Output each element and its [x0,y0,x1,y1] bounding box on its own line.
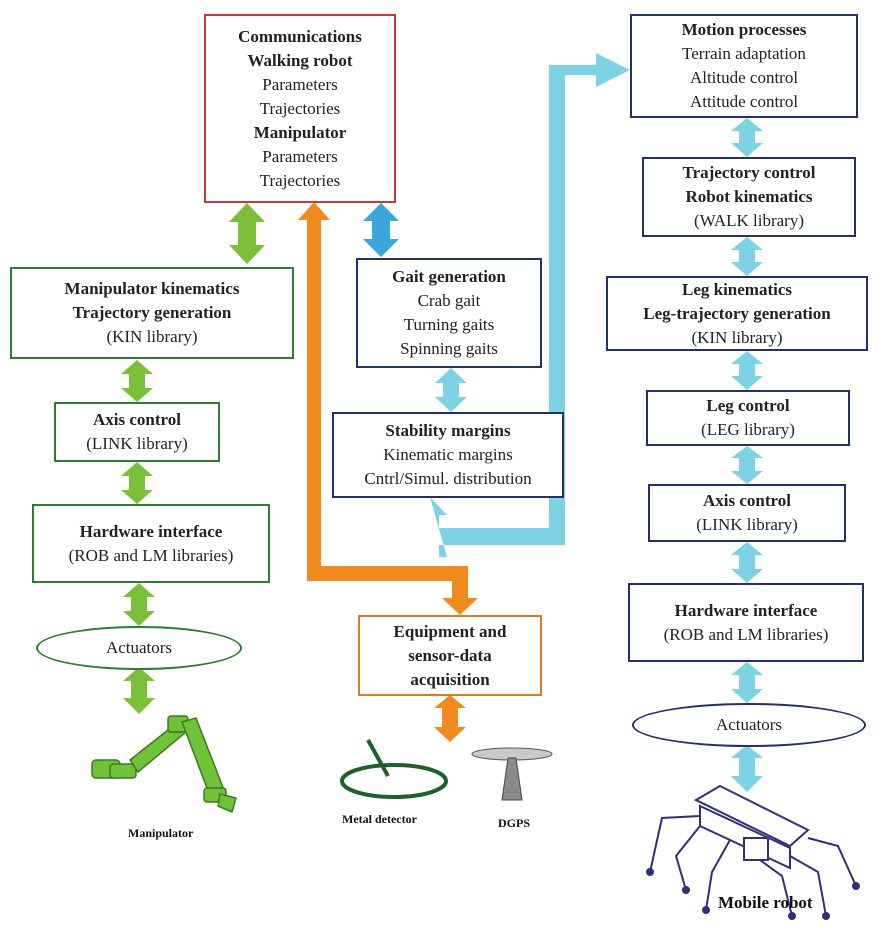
stability-margins-title: Stability margins [385,421,511,440]
orange-arrows [298,202,478,742]
mobile-robot-drawing [646,784,860,920]
gait-item-spinning: Spinning gaits [400,339,498,358]
kin-library-label: (KIN library) [106,327,198,346]
robot-link-library-label: (LINK library) [696,515,798,534]
robot-kinematics-title: Robot kinematics [685,187,813,206]
arrow-hw-to-actuators [123,583,155,626]
stability-margins-box: Stability margins Kinematic margins Cntr… [332,412,564,498]
walking-parameters: Parameters [262,74,338,94]
arrow-axis-to-hw [121,462,153,504]
manipulator-hardware-interface-box: Hardware interface (ROB and LM libraries… [32,504,270,583]
robot-axis-control-box: Axis control (LINK library) [648,484,846,542]
leg-kinematics-box: Leg kinematics Leg-trajectory generation… [606,276,868,351]
leg-kinematics-title: Leg kinematics [681,279,793,299]
cyan-arrows [430,53,763,792]
gait-generation-title: Gait generation [392,267,506,286]
gait-item-crab: Crab gait [417,291,481,310]
motion-item-altitude: Altitude control [689,68,799,87]
equipment-box: Equipment and sensor-data acquisition [358,615,542,696]
actuators-label: Actuators [105,638,173,657]
manipulator-parameters: Parameters [262,146,338,166]
arrow-legctrl-to-axis [731,446,763,484]
leg-trajectory-generation-title: Leg-trajectory generation [643,303,831,323]
arrow-traj-to-legkin [731,237,763,276]
stability-item-distribution: Cntrl/Simul. distribution [364,469,532,488]
robot-rob-lm-library-label: (ROB and LM libraries) [663,624,829,644]
leg-library-label: (LEG library) [701,420,795,439]
manipulator-heading: Manipulator [253,122,347,142]
arrow-comm-to-gait [363,203,399,257]
trajectory-control-title: Trajectory control [682,163,816,182]
motion-item-terrain: Terrain adaptation [682,44,806,63]
robot-axis-control-title: Axis control [703,491,791,510]
communications-title: Communications [238,26,362,46]
manipulator-actuators-ellipse: Actuators [36,626,242,670]
kin-library-label-robot: (KIN library) [691,327,783,347]
dgps-drawing [471,747,553,801]
trajectory-control-box: Trajectory control Robot kinematics (WAL… [642,157,856,237]
green-arrows [121,203,265,714]
arrow-axis-to-hw-robot [731,542,763,583]
motion-processes-title: Motion processes [681,20,807,39]
equipment-line-1: Equipment and [393,621,507,641]
dgps-caption: DGPS [498,816,531,830]
arrow-legkin-to-legctrl [731,351,763,390]
communications-box: Communications Walking robot Parameters … [204,14,396,203]
manipulator-trajectories: Trajectories [259,170,341,190]
manipulator-drawing [91,715,237,814]
walking-trajectories: Trajectories [259,98,341,118]
link-library-label: (LINK library) [86,434,188,453]
metal-detector-drawing [340,739,448,799]
leg-control-title: Leg control [706,396,790,415]
manipulator-kinematics-box: Manipulator kinematics Trajectory genera… [10,267,294,359]
arrow-motion-to-traj [731,118,763,157]
gait-generation-box: Gait generation Crab gait Turning gaits … [356,258,542,368]
arrow-gait-to-stability [435,368,467,412]
motion-item-attitude: Attitude control [689,92,799,111]
robot-hardware-interface-box: Hardware interface (ROB and LM libraries… [628,583,864,662]
leg-control-box: Leg control (LEG library) [646,390,850,446]
axis-control-title: Axis control [93,410,181,429]
arrow-comm-to-manip-kin [229,203,265,264]
arrow-comm-to-equipment [298,202,478,615]
walk-library-label: (WALK library) [694,211,804,230]
mobile-robot-caption: Mobile robot [718,893,813,912]
trajectory-generation-title: Trajectory generation [72,303,232,322]
robot-hardware-interface-title: Hardware interface [674,600,818,620]
walking-robot-heading: Walking robot [247,50,353,70]
robot-actuators-ellipse: Actuators [632,703,866,747]
stability-item-kinematic: Kinematic margins [383,445,513,464]
robot-actuators-label: Actuators [715,715,783,734]
hardware-interface-title: Hardware interface [79,521,223,541]
arrow-actuators-to-robot [731,745,763,792]
arrow-hw-to-actuators-robot [731,662,763,703]
motion-processes-box: Motion processes Terrain adaptation Alti… [630,14,858,118]
arrow-kin-to-axis [121,360,153,402]
manipulator-caption: Manipulator [128,826,194,840]
metal-detector-caption: Metal detector [342,812,417,826]
equipment-line-3: acquisition [410,669,490,689]
rob-lm-library-label: (ROB and LM libraries) [68,545,234,565]
equipment-line-2: sensor-data [408,645,492,665]
gait-item-turning: Turning gaits [403,315,495,334]
arrow-actuators-to-manipulator [123,667,155,714]
manipulator-kinematics-title: Manipulator kinematics [64,279,240,298]
manipulator-axis-control-box: Axis control (LINK library) [54,402,220,462]
arrow-equipment-to-sensors [434,695,466,742]
